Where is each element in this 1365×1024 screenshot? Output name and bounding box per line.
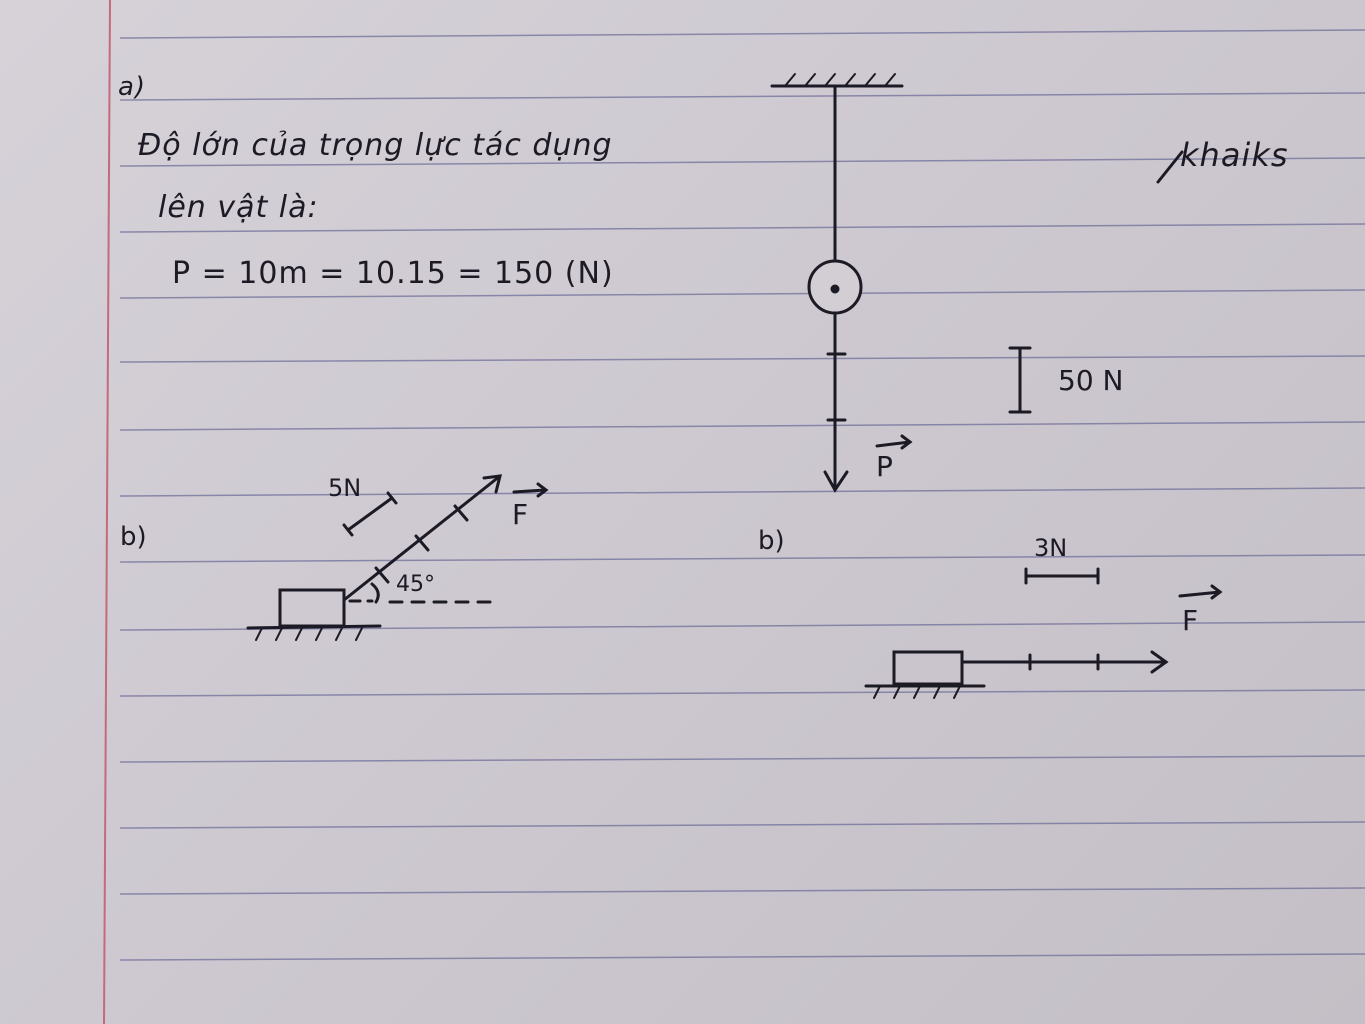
angle-label: 45° [396,572,435,597]
vector-label-f-right: F [1182,604,1199,637]
vector-label-p: P [876,450,893,483]
scale-label-5n: 5N [328,474,362,502]
scale-label-3n: 3N [1034,534,1068,562]
signature: khaiks [1180,136,1289,174]
text-line-2: lên vật là: [158,190,319,225]
margin-line [103,0,111,1024]
formula: P = 10m = 10.15 = 150 (N) [172,256,614,291]
part-b-label-left: b) [120,522,147,552]
vector-label-f-left: F [512,498,529,531]
scale-label-50n: 50 N [1058,364,1124,397]
part-a-label: a) [118,72,147,102]
part-b-label-right: b) [758,526,785,556]
text-line-1: Độ lớn của trọng lực tác dụng [138,128,613,163]
